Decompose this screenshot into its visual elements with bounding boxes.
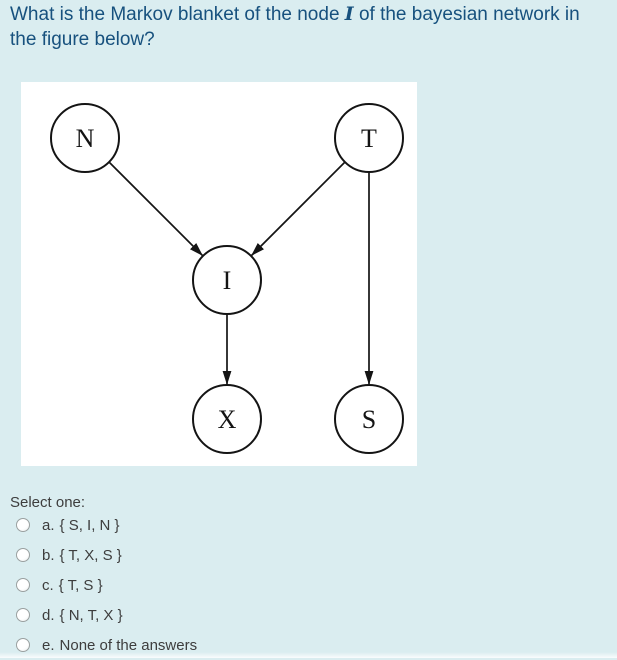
node-label-X: X xyxy=(218,405,237,434)
answer-option-a[interactable]: a. { S, I, N } xyxy=(10,510,510,540)
question-text-before: What is the Markov blanket of the node xyxy=(10,4,345,25)
node-label-S: S xyxy=(362,405,376,434)
network-diagram: N T I X S xyxy=(50,103,404,454)
edge-T-I xyxy=(250,161,346,257)
answer-option-d[interactable]: d. { N, T, X } xyxy=(10,600,510,630)
option-key: c. xyxy=(42,576,54,594)
radio-button-e[interactable] xyxy=(16,638,30,652)
option-key: e. xyxy=(42,636,55,654)
option-text: { N, T, X } xyxy=(59,606,123,624)
edge-N-I xyxy=(108,161,204,257)
option-key: d. xyxy=(42,606,55,624)
answer-option-c[interactable]: c. { T, S } xyxy=(10,570,510,600)
radio-button-d[interactable] xyxy=(16,608,30,622)
option-key: b. xyxy=(42,546,55,564)
node-label-N: N xyxy=(76,124,95,153)
node-circle-X xyxy=(192,384,262,454)
node-circle-I xyxy=(192,245,262,315)
node-circle-T xyxy=(334,103,404,173)
answer-option-b[interactable]: b. { T, X, S } xyxy=(10,540,510,570)
option-key: a. xyxy=(42,516,55,534)
question-text-after: of the bayesian network in the figure be… xyxy=(10,4,580,50)
option-text: None of the answers xyxy=(59,636,198,654)
node-circle-S xyxy=(334,384,404,454)
option-text: { S, I, N } xyxy=(59,516,120,534)
radio-button-b[interactable] xyxy=(16,548,30,562)
answer-option-e[interactable]: e. None of the answers xyxy=(10,630,510,660)
option-text: { T, S } xyxy=(58,576,103,594)
question-text: What is the Markov blanket of the node I… xyxy=(10,2,610,52)
select-one-prompt: Select one: xyxy=(10,494,86,511)
radio-button-c[interactable] xyxy=(16,578,30,592)
bayesian-network-figure: N T I X S xyxy=(21,82,417,466)
node-circle-N xyxy=(50,103,120,173)
question-node-symbol: I xyxy=(344,3,354,25)
node-label-T: T xyxy=(361,124,377,153)
answer-options: a. { S, I, N } b. { T, X, S } c. { T, S … xyxy=(10,510,510,660)
option-text: { T, X, S } xyxy=(59,546,122,564)
radio-button-a[interactable] xyxy=(16,518,30,532)
node-label-I: I xyxy=(223,266,232,295)
